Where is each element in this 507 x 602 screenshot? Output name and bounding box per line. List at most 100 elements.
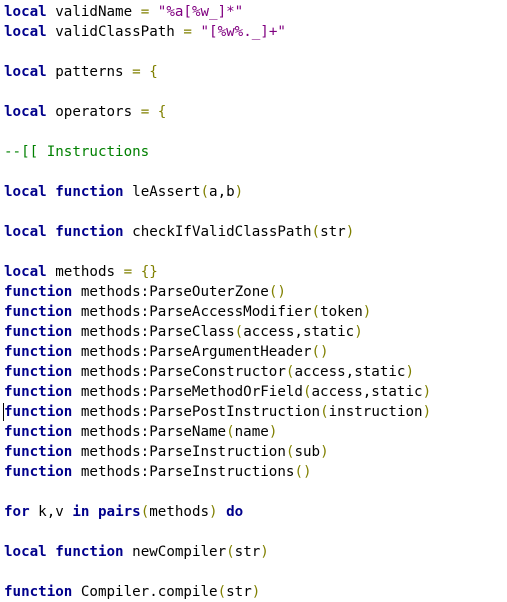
code-line[interactable] xyxy=(4,122,507,142)
operator-token: ( xyxy=(320,404,329,420)
operator-token: ) xyxy=(422,384,432,400)
code-line[interactable]: function methods:ParseOuterZone() xyxy=(4,282,507,302)
keyword-token: local xyxy=(4,184,47,200)
code-token: validClassPath xyxy=(46,24,184,40)
code-line[interactable] xyxy=(4,42,507,62)
code-line[interactable]: function methods:ParseMethodOrField(acce… xyxy=(4,382,507,402)
keyword-token: function xyxy=(4,304,73,320)
comment-token: --[[ Instructions xyxy=(4,144,150,160)
keyword-token: local xyxy=(4,24,47,40)
operator-token: ( xyxy=(285,444,295,460)
code-token: access,static xyxy=(243,324,355,340)
code-line[interactable] xyxy=(4,82,507,102)
code-line[interactable] xyxy=(4,242,507,262)
code-token: k,v xyxy=(29,504,73,520)
code-token: newCompiler xyxy=(123,544,227,560)
operator-token: ) xyxy=(422,404,432,420)
operator-token: () xyxy=(294,464,312,480)
code-line[interactable]: function methods:ParseInstructions() xyxy=(4,462,507,482)
keyword-token: function xyxy=(55,224,124,240)
code-token xyxy=(89,504,98,520)
keyword-token: in xyxy=(72,504,90,520)
operator-token: ) xyxy=(405,364,415,380)
code-line[interactable]: function methods:ParseArgumentHeader() xyxy=(4,342,507,362)
code-line[interactable]: function methods:ParseClass(access,stati… xyxy=(4,322,507,342)
code-line[interactable] xyxy=(4,562,507,582)
code-line[interactable]: local patterns = { xyxy=(4,62,507,82)
operator-token: () xyxy=(268,284,286,300)
code-token: methods:ParseOuterZone xyxy=(72,284,269,300)
code-line[interactable]: local function newCompiler(str) xyxy=(4,542,507,562)
code-token: validName xyxy=(46,4,141,20)
code-token: Compiler.compile xyxy=(72,584,218,600)
keyword-token: function xyxy=(4,424,73,440)
keyword-token: function xyxy=(4,444,73,460)
operator-token: ) xyxy=(362,304,372,320)
code-line[interactable]: for k,v in pairs(methods) do xyxy=(4,502,507,522)
operator-token: ( xyxy=(226,544,235,560)
operator-token: ) xyxy=(345,224,355,240)
code-line[interactable]: function methods:ParseAccessModifier(tok… xyxy=(4,302,507,322)
code-token: methods:ParseInstructions xyxy=(72,464,295,480)
operator-token: ) xyxy=(320,444,329,460)
keyword-token: pairs xyxy=(97,504,141,520)
operator-token: { xyxy=(149,64,158,80)
keyword-token: function xyxy=(4,284,73,300)
code-line[interactable] xyxy=(4,162,507,182)
string-token: "[%w%._]+" xyxy=(200,24,286,40)
code-line[interactable]: --[[ Instructions xyxy=(4,142,507,162)
code-line[interactable]: function methods:ParseInstruction(sub) xyxy=(4,442,507,462)
operator-token: = xyxy=(123,264,133,280)
code-line[interactable]: local function leAssert(a,b) xyxy=(4,182,507,202)
code-token: methods:ParseMethodOrField xyxy=(72,384,303,400)
code-token: name xyxy=(234,424,269,440)
operator-token: = xyxy=(140,104,150,120)
code-token: methods xyxy=(46,264,124,280)
operator-token: { xyxy=(157,104,167,120)
code-line[interactable]: local methods = {} xyxy=(4,262,507,282)
text-caret xyxy=(3,403,4,421)
code-token: methods:ParsePostInstruction xyxy=(72,404,321,420)
code-line[interactable]: function methods:ParseName(name) xyxy=(4,422,507,442)
code-token xyxy=(141,64,150,80)
operator-token: ) xyxy=(209,504,218,520)
code-token: operators xyxy=(46,104,141,120)
code-token: methods:ParseInstruction xyxy=(72,444,286,460)
code-line[interactable]: local validClassPath = "[%w%._]+" xyxy=(4,22,507,42)
keyword-token: do xyxy=(226,504,244,520)
code-line[interactable]: local function checkIfValidClassPath(str… xyxy=(4,222,507,242)
string-token: "%a[%w_]*" xyxy=(157,4,244,20)
code-token xyxy=(149,4,158,20)
operator-token: = xyxy=(140,4,150,20)
operator-token: ( xyxy=(200,184,210,200)
code-line[interactable]: function methods:ParseConstructor(access… xyxy=(4,362,507,382)
code-token xyxy=(47,224,56,240)
code-token: access,static xyxy=(294,364,406,380)
code-line[interactable] xyxy=(4,522,507,542)
operator-token: {} xyxy=(140,264,158,280)
operator-token: ) xyxy=(354,324,363,340)
keyword-token: local xyxy=(4,544,47,560)
code-token xyxy=(47,544,56,560)
code-token: methods:ParseClass xyxy=(72,324,235,340)
keyword-token: local xyxy=(4,4,47,20)
code-line[interactable]: local validName = "%a[%w_]*" xyxy=(4,2,507,22)
code-line[interactable] xyxy=(4,482,507,502)
keyword-token: function xyxy=(4,404,73,420)
code-line[interactable] xyxy=(4,202,507,222)
code-line[interactable]: local operators = { xyxy=(4,102,507,122)
operator-token: ( xyxy=(226,424,235,440)
operator-token: = xyxy=(183,24,192,40)
code-line[interactable]: function Compiler.compile(str) xyxy=(4,582,507,602)
keyword-token: local xyxy=(4,64,47,80)
code-token: sub xyxy=(294,444,321,460)
code-token xyxy=(218,504,227,520)
operator-token: = xyxy=(132,64,141,80)
keyword-token: function xyxy=(4,364,73,380)
code-line[interactable]: function methods:ParsePostInstruction(in… xyxy=(3,402,507,422)
keyword-token: for xyxy=(4,504,30,520)
operator-token: ( xyxy=(311,224,321,240)
code-token xyxy=(132,264,141,280)
code-token xyxy=(47,184,56,200)
